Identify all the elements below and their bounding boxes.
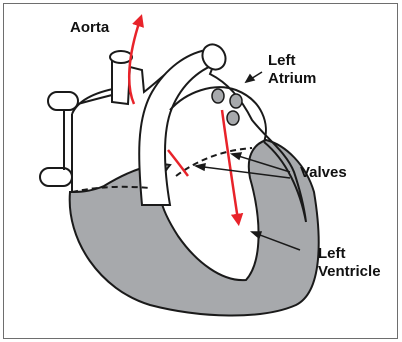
left-ventricle-label-line2: Ventricle xyxy=(318,263,381,281)
aorta-flow-arrow xyxy=(129,20,140,104)
vein-openings xyxy=(212,89,242,125)
vessel-stubs-left xyxy=(40,92,124,186)
ventricle-flow-arrow xyxy=(222,110,238,220)
ventricle-muscle-wall xyxy=(70,140,319,316)
valve-flow-arrow xyxy=(168,150,188,176)
valves-label: Valves xyxy=(300,164,347,182)
left-atrium-label-line1: Left xyxy=(268,52,296,70)
aorta-label: Aorta xyxy=(70,19,109,37)
arching-vessel xyxy=(139,40,230,205)
left-ventricle-label-line1: Left xyxy=(318,245,346,263)
left-atrium-label-line2: Atrium xyxy=(268,70,316,88)
